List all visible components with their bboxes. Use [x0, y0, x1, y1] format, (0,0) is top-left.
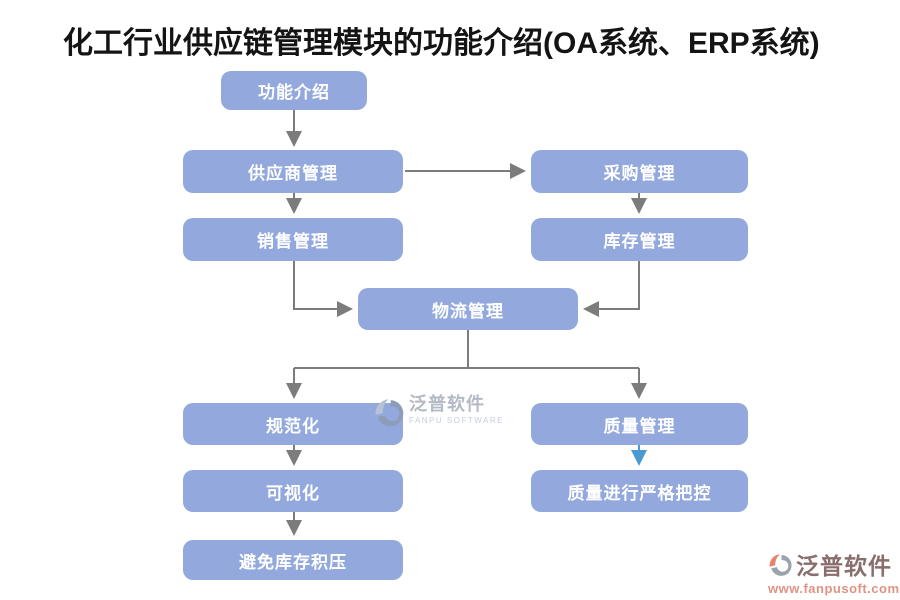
brand-footer: 泛普软件 www.fanpusoft.com	[768, 551, 900, 596]
footer-brand-name: 泛普软件	[796, 553, 892, 579]
node-avoid-overstock: 避免库存积压	[183, 540, 403, 580]
node-visualization: 可视化	[183, 470, 403, 512]
node-quality: 质量管理	[531, 403, 748, 445]
arrow-sales-to-logistics	[293, 261, 353, 317]
fanpu-logo-icon	[769, 554, 792, 576]
footer-brand-url: www.fanpusoft.com	[768, 581, 900, 596]
node-standardization: 规范化	[183, 403, 403, 445]
page-title: 化工行业供应链管理模块的功能介绍(OA系统、ERP系统)	[63, 27, 820, 60]
node-quality-control: 质量进行严格把控	[531, 470, 748, 512]
node-inventory: 库存管理	[531, 218, 748, 261]
node-logistics: 物流管理	[358, 288, 578, 330]
node-procurement: 采购管理	[531, 150, 748, 193]
arrow-inventory-to-logistics	[583, 261, 640, 317]
node-sales: 销售管理	[183, 218, 403, 261]
node-intro: 功能介绍	[221, 71, 367, 110]
node-supplier: 供应商管理	[183, 150, 403, 193]
